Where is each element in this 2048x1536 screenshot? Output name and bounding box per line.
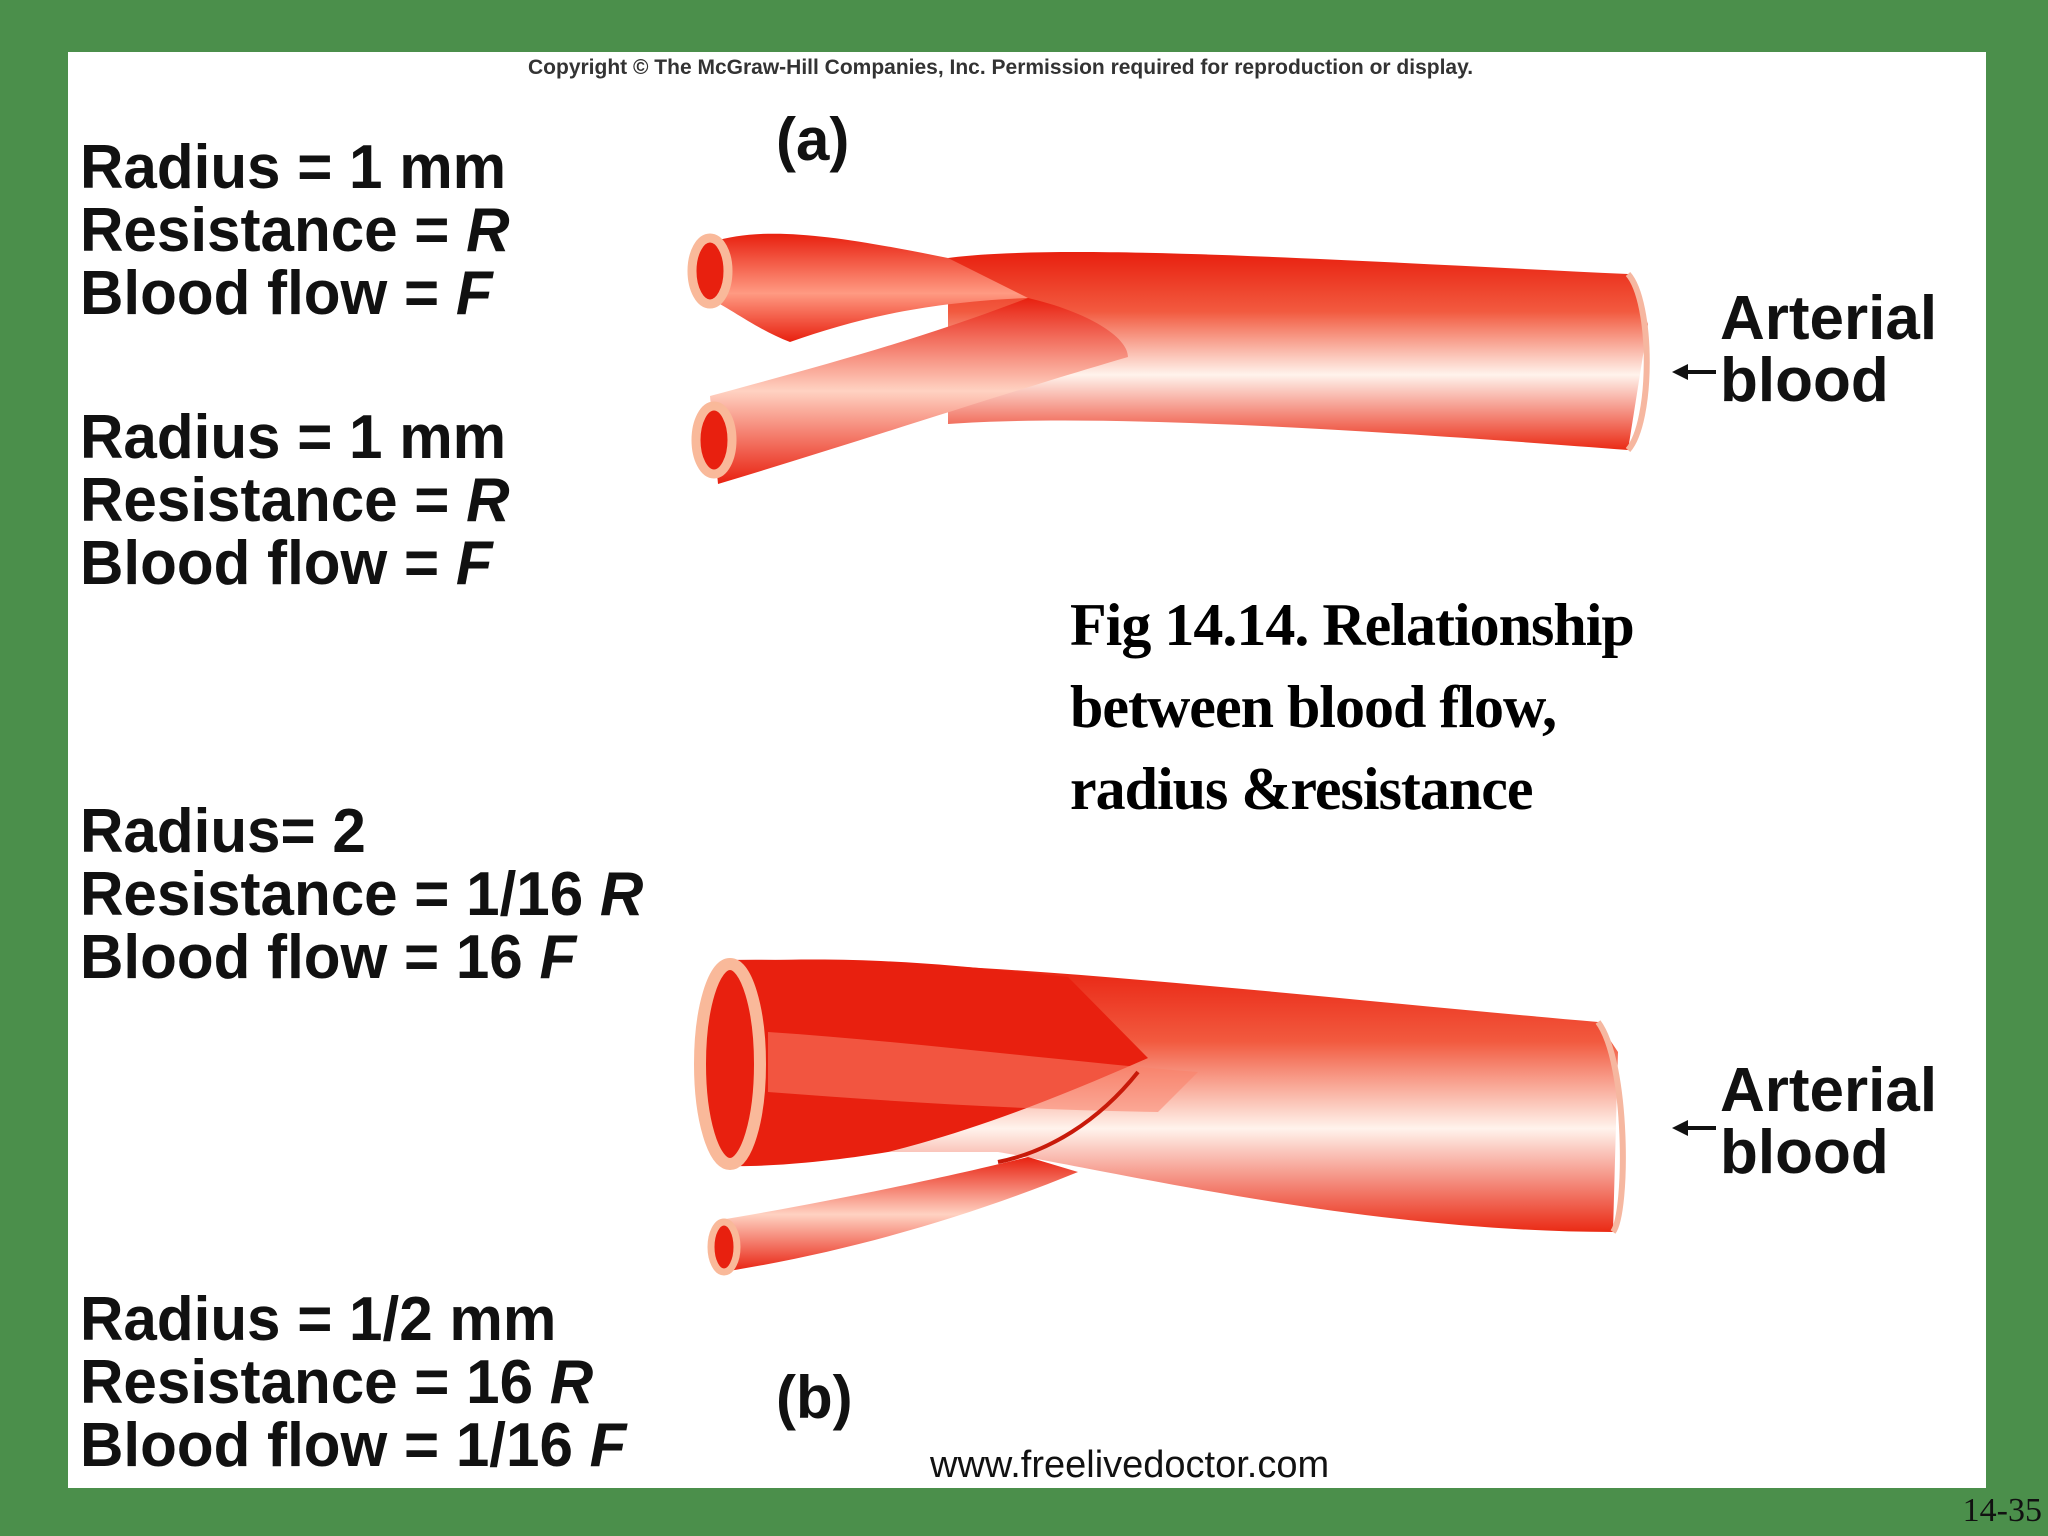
label-b-vessel1: Radius= 2 Resistance = 1/16 R Blood flow…: [80, 800, 643, 990]
lower-branch-a: [710, 298, 1128, 484]
trunk-end-b: [1595, 1020, 1626, 1234]
arterial-blood-label-b: Arterial blood: [1720, 1060, 1937, 1184]
caption-line2: between blood flow,: [1070, 674, 1557, 740]
vessel-pair-b: [694, 958, 1716, 1276]
flow-text: Blood flow = 16 F: [80, 923, 577, 993]
arterial-line1: Arterial: [1720, 1056, 1938, 1125]
flow-text: Blood flow = 1/16 F: [80, 1411, 627, 1481]
radius-text: Radius= 2: [80, 797, 366, 866]
resistance-text: Resistance = R: [80, 466, 510, 536]
large-branch-b-highlight: [768, 1032, 1198, 1112]
arterial-line2: blood: [1720, 1118, 1889, 1187]
lower-branch-a-opening: [691, 401, 737, 479]
resistance-text: Resistance = 16 R: [80, 1348, 594, 1418]
figure-caption: Fig 14.14. Relationship between blood fl…: [1070, 584, 1770, 830]
upper-branch-a: [712, 233, 1028, 342]
panel-a-tag: (a): [776, 106, 850, 173]
vessel-pair-a: [687, 233, 1716, 484]
arterial-line2: blood: [1720, 346, 1889, 415]
flow-text: Blood flow = F: [80, 529, 493, 599]
resistance-text: Resistance = R: [80, 196, 510, 266]
resistance-text: Resistance = 1/16 R: [80, 860, 644, 930]
website-credit[interactable]: www.freelivedoctor.com: [930, 1444, 1330, 1486]
trunk-end-a: [1625, 272, 1650, 452]
arrow-b: [1672, 1120, 1716, 1136]
panel-b-tag: (b): [776, 1364, 853, 1431]
flow-text: Blood flow = F: [80, 259, 493, 329]
arterial-line1: Arterial: [1720, 284, 1938, 353]
arrow-a: [1672, 364, 1716, 380]
copyright-notice: Copyright © The McGraw-Hill Companies, I…: [528, 56, 1474, 79]
label-a-vessel2: Radius = 1 mm Resistance = R Blood flow …: [80, 406, 510, 596]
large-branch-b-opening: [694, 958, 766, 1170]
slide: Copyright © The McGraw-Hill Companies, I…: [68, 52, 1986, 1488]
caption-line3: radius &resistance: [1070, 756, 1534, 822]
label-a-vessel1: Radius = 1 mm Resistance = R Blood flow …: [80, 136, 510, 326]
small-branch-b: [720, 1157, 1078, 1272]
slide-number: 14-35: [1962, 1492, 2042, 1529]
small-branch-b-opening: [707, 1218, 741, 1276]
radius-text: Radius = 1 mm: [80, 133, 507, 202]
arterial-blood-label-a: Arterial blood: [1720, 288, 1937, 412]
bifurcation-seam-b: [997, 1070, 1140, 1164]
trunk-vessel-a: [948, 252, 1648, 450]
radius-text: Radius = 1 mm: [80, 403, 507, 472]
vessel-illustration: [687, 233, 1716, 1276]
upper-branch-a-opening: [687, 233, 733, 309]
label-b-vessel2: Radius = 1/2 mm Resistance = 16 R Blood …: [80, 1288, 626, 1478]
radius-text: Radius = 1/2 mm: [80, 1285, 557, 1354]
caption-line1: Fig 14.14. Relationship: [1070, 592, 1635, 658]
